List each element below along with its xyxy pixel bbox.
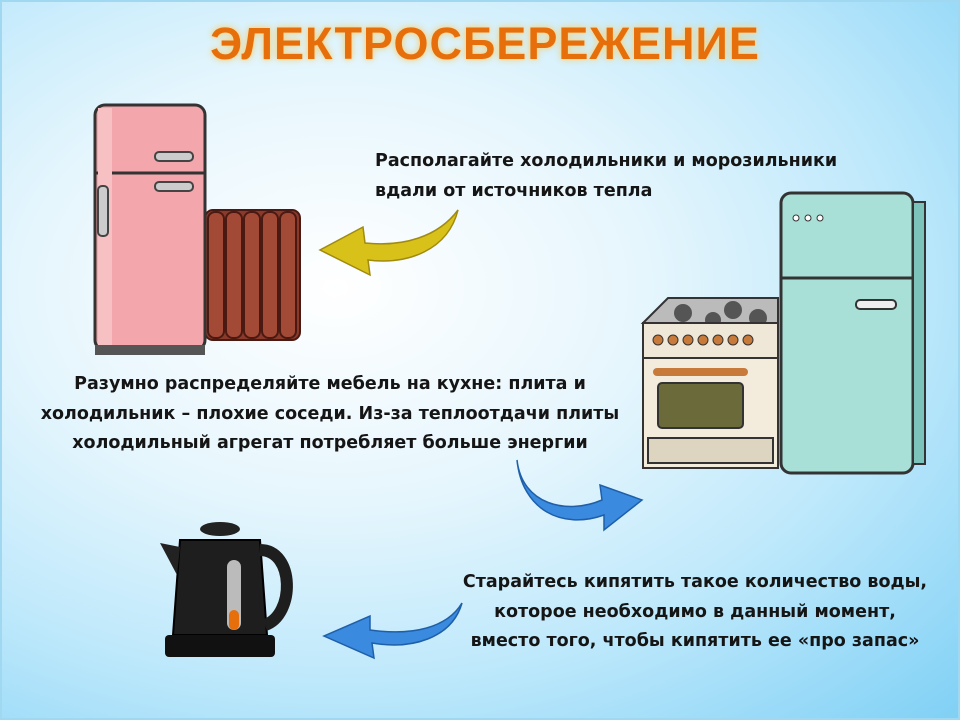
blue-arrow-icon [516, 459, 644, 532]
tip-line: Располагайте холодильники и морозильники [375, 151, 838, 171]
tip-kitchen-layout: Разумно распределяйте мебель на кухне: п… [20, 370, 640, 459]
radiator-icon [204, 209, 301, 341]
slide-title: ЭЛЕКТРОСБЕРЕЖЕНИЕ [210, 18, 760, 69]
tip-line: Разумно распределяйте мебель на кухне: п… [74, 374, 586, 394]
tip-line: вдали от источников тепла [375, 180, 653, 201]
blue-arrow-icon [322, 602, 463, 660]
tip-line: Старайтесь кипятить такое количество вод… [462, 572, 928, 592]
gas-stove-icon [640, 297, 779, 469]
tip-fridge-heat: Располагайте холодильники и морозильники… [375, 147, 837, 206]
tip-line: вместо того, чтобы кипятить ее «про запа… [470, 631, 920, 651]
mint-fridge-icon [779, 191, 926, 475]
tip-line: холодильник – плохие соседи. Из-за тепло… [40, 403, 620, 424]
tip-line: которое необходимо в данный момент, [494, 601, 896, 622]
yellow-arrow-icon [318, 209, 459, 277]
electric-kettle-icon [160, 522, 293, 657]
pink-fridge-icon [93, 103, 301, 355]
tip-kettle: Старайтесь кипятить такое количество вод… [445, 568, 945, 657]
tip-line: холодильный агрегат потребляет больше эн… [72, 433, 588, 453]
